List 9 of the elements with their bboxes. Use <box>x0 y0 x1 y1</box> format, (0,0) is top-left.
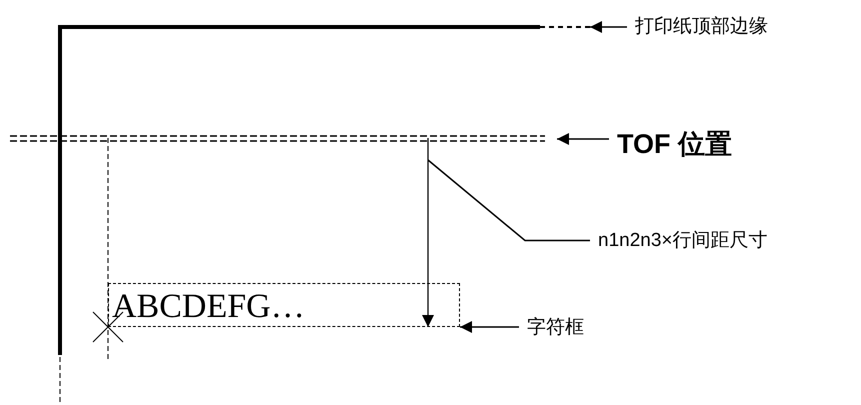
box-label: 字符框 <box>527 318 584 337</box>
arrow <box>590 21 627 33</box>
edge-label: 打印纸顶部边缘 <box>635 17 768 36</box>
arrow <box>557 133 609 145</box>
arrow <box>460 321 519 333</box>
position-label: TOF 位置 <box>617 131 732 158</box>
character-box: ABCDEFG… <box>108 283 460 327</box>
leader-line <box>428 159 590 242</box>
dimension-label: n1n2n3×行间距尺寸 <box>598 231 768 250</box>
